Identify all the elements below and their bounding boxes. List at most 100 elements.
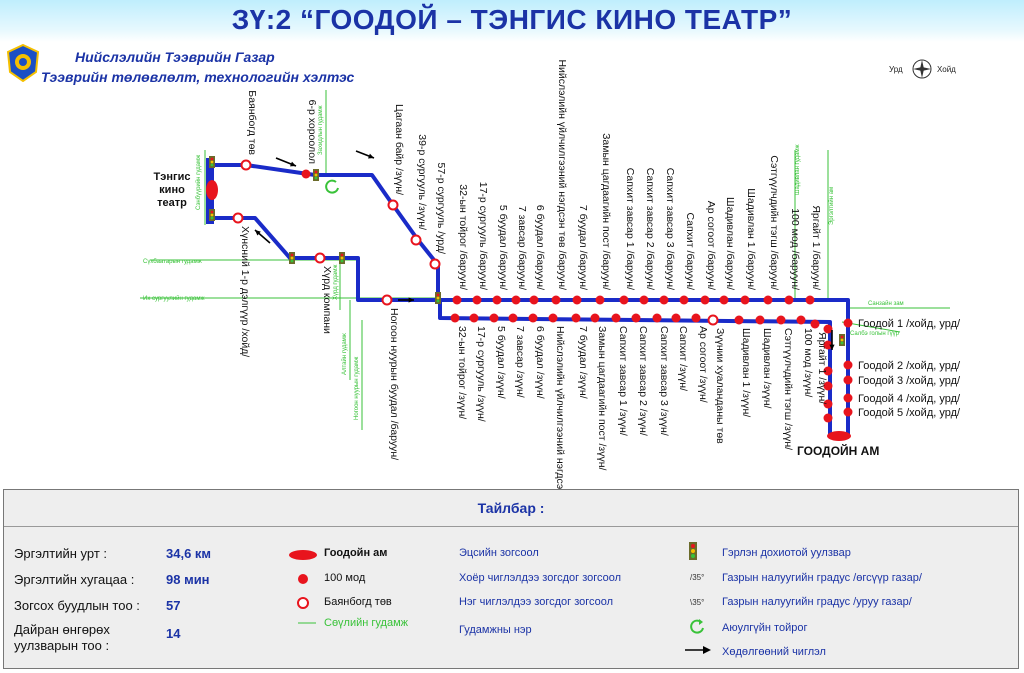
stop-label: Шадивлан /зүүн/ bbox=[761, 328, 773, 409]
stop-label: 5 буудал /баруун/ bbox=[497, 205, 509, 290]
west-terminal-marker bbox=[206, 180, 218, 200]
stop-label: 6-р хороолол bbox=[306, 100, 318, 164]
stop-marker[interactable] bbox=[508, 313, 518, 323]
stop-label: 100 мод /зүүн/ bbox=[802, 328, 814, 397]
stop-marker[interactable] bbox=[719, 295, 729, 305]
stop-marker[interactable] bbox=[843, 360, 853, 370]
traffic-light-icon bbox=[289, 252, 295, 264]
stop-marker[interactable] bbox=[611, 313, 621, 323]
stop-marker[interactable] bbox=[823, 381, 833, 391]
stop-label: Шадивлан 1 /зүүн/ bbox=[740, 328, 752, 417]
stop-marker[interactable] bbox=[679, 295, 689, 305]
stop-marker[interactable] bbox=[691, 313, 701, 323]
org-name: Нийслэлийн Тээврийн Газар bbox=[75, 49, 275, 65]
street-label: Ногоон нуурын гудамж bbox=[354, 357, 360, 420]
legend-item-label: Баянбогд төв bbox=[324, 596, 392, 608]
stop-marker[interactable] bbox=[314, 252, 326, 264]
stop-marker[interactable] bbox=[805, 295, 815, 305]
stop-marker[interactable] bbox=[548, 313, 558, 323]
east-terminal-label: ГООДОЙН АМ bbox=[797, 443, 879, 458]
stop-marker[interactable] bbox=[843, 407, 853, 417]
stop-marker[interactable] bbox=[843, 318, 853, 328]
stop-label: Нийслэлийн үйлчилгээний нэгдсэн төв /зүү… bbox=[554, 326, 566, 489]
legend-item-label: Нэг чиглэлдээ зогсдог зогсоол bbox=[459, 596, 614, 608]
traffic-light-icon bbox=[209, 209, 215, 221]
legend-item-label: Хөдөлгөөний чиглэл bbox=[722, 646, 826, 658]
stop-marker[interactable] bbox=[301, 169, 311, 179]
stop-marker[interactable] bbox=[734, 315, 744, 325]
street-label: Сэнбүүрийн гудамж bbox=[195, 155, 202, 210]
stop-marker[interactable] bbox=[763, 295, 773, 305]
stop-marker[interactable] bbox=[659, 295, 669, 305]
stop-marker[interactable] bbox=[232, 212, 244, 224]
stop-marker[interactable] bbox=[740, 295, 750, 305]
stop-label: Ар согоот /баруун/ bbox=[705, 201, 717, 290]
stop-marker[interactable] bbox=[639, 295, 649, 305]
stop-marker[interactable] bbox=[571, 313, 581, 323]
stop-marker[interactable] bbox=[823, 413, 833, 423]
stop-label: Сапхит /зүүн/ bbox=[677, 326, 689, 391]
stat-value: 34,6 км bbox=[166, 546, 212, 561]
stop-marker[interactable] bbox=[823, 340, 833, 350]
stop-label: Замын цагдаагийн пост /баруун/ bbox=[600, 133, 612, 290]
stop-marker[interactable] bbox=[528, 313, 538, 323]
stop-marker[interactable] bbox=[776, 315, 786, 325]
stop-marker[interactable] bbox=[796, 315, 806, 325]
stop-marker[interactable] bbox=[595, 295, 605, 305]
stop-marker[interactable] bbox=[551, 295, 561, 305]
street-label: Сүхбаатарын гудамж bbox=[143, 259, 202, 265]
stat-label: Эргэлтийн хугацаа : bbox=[14, 572, 135, 587]
stop-marker[interactable] bbox=[707, 314, 719, 326]
stop-marker[interactable] bbox=[823, 399, 833, 409]
stop-marker[interactable] bbox=[381, 294, 393, 306]
stop-marker[interactable] bbox=[700, 295, 710, 305]
stop-marker[interactable] bbox=[489, 313, 499, 323]
stop-marker[interactable] bbox=[387, 199, 399, 211]
stop-marker[interactable] bbox=[843, 375, 853, 385]
stop-label: Шадивлан 1 /баруун/ bbox=[745, 188, 757, 290]
legend-title: Тайлбар : bbox=[477, 500, 545, 516]
stop-marker[interactable] bbox=[631, 313, 641, 323]
stop-marker[interactable] bbox=[469, 313, 479, 323]
stop-label: Зүүнии хуаланданы төв bbox=[714, 328, 726, 444]
stop-marker[interactable] bbox=[240, 159, 252, 171]
direction-arrow-icon bbox=[829, 330, 835, 350]
stop-marker[interactable] bbox=[511, 295, 521, 305]
stop-marker[interactable] bbox=[529, 295, 539, 305]
stop-marker[interactable] bbox=[619, 295, 629, 305]
stop-label: Хүнсний 1-р дэлгүүр /хойд/ bbox=[239, 226, 251, 357]
street-label: Санзайн зам bbox=[868, 300, 904, 307]
traffic-light-icon bbox=[339, 252, 345, 264]
stop-marker[interactable] bbox=[450, 313, 460, 323]
legend-item-label: Хоёр чиглэлдээ зогсдог зогсоол bbox=[459, 572, 622, 584]
stop-marker[interactable] bbox=[590, 313, 600, 323]
stop-marker[interactable] bbox=[810, 319, 820, 329]
stop-label: Сэтгүүлчдийн тэгш /зүүн/ bbox=[782, 328, 794, 450]
stop-marker[interactable] bbox=[843, 393, 853, 403]
stop-marker[interactable] bbox=[755, 315, 765, 325]
traffic-light-icon bbox=[209, 156, 215, 168]
street-label: Эргэлтийн ам bbox=[828, 187, 835, 225]
stop-label: Нийслэлийн үйлчилгээний нэгдсэн төв /бар… bbox=[556, 59, 568, 290]
direction-arrow-icon bbox=[275, 157, 297, 167]
street-label: Шадивлан гудамж bbox=[795, 144, 801, 195]
stop-label: Ар согоот /зүүн/ bbox=[697, 326, 709, 403]
stop-marker[interactable] bbox=[472, 295, 482, 305]
stop-marker[interactable] bbox=[452, 295, 462, 305]
stat-label: Эргэлтийн урт : bbox=[14, 546, 107, 561]
stop-marker[interactable] bbox=[823, 366, 833, 376]
stop-marker[interactable] bbox=[784, 295, 794, 305]
stop-marker[interactable] bbox=[671, 313, 681, 323]
stop-marker[interactable] bbox=[572, 295, 582, 305]
stop-marker[interactable] bbox=[410, 234, 422, 246]
stop-marker[interactable] bbox=[652, 313, 662, 323]
legend-item-label: Сөүлийн гудамж bbox=[324, 617, 409, 629]
one-way-stop-icon bbox=[297, 597, 309, 609]
traffic-light-icon bbox=[435, 292, 441, 304]
stop-marker[interactable] bbox=[492, 295, 502, 305]
stop-marker[interactable] bbox=[429, 258, 441, 270]
slope-down-icon: \35° bbox=[690, 598, 705, 607]
stop-marker[interactable] bbox=[823, 324, 833, 334]
